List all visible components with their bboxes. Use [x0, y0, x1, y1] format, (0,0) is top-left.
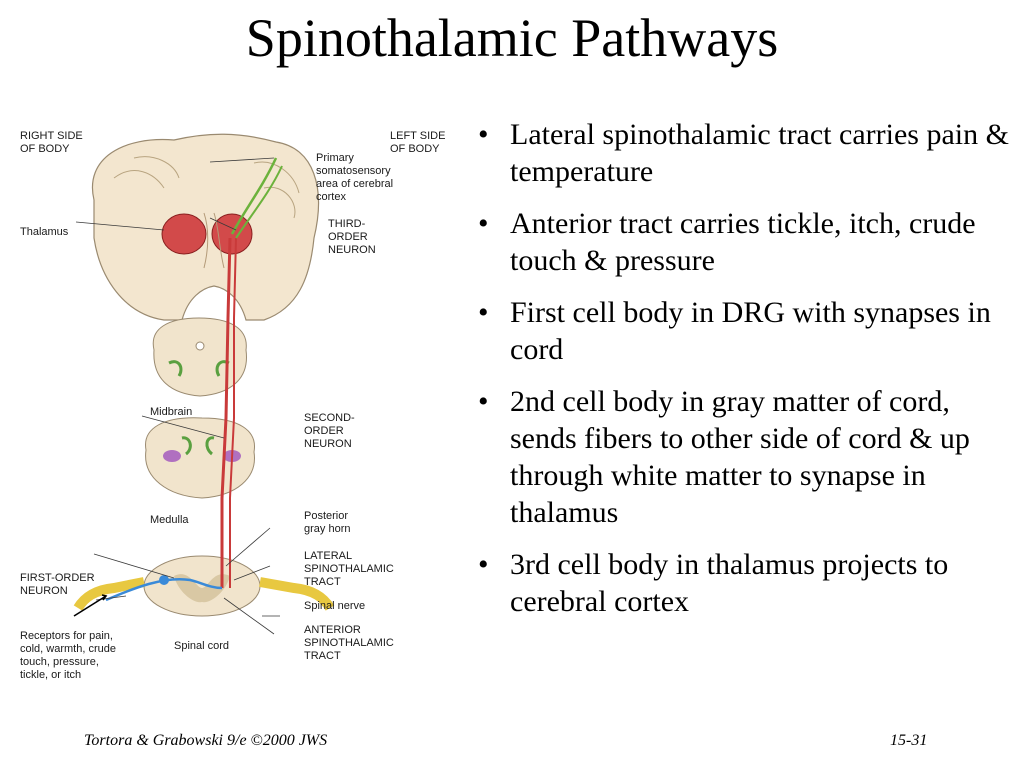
spinal-cord-section [143, 555, 261, 617]
third-order-neuron [230, 157, 278, 235]
slide-title: Spinothalamic Pathways [245, 8, 779, 68]
label-third-order: THIRD- ORDER NEURON [328, 218, 376, 256]
label-posterior-horn: Posterior gray horn [304, 510, 351, 535]
label-medulla: Medulla [150, 514, 189, 526]
label-spinal-nerve: Spinal nerve [304, 600, 366, 612]
bullet-item: • 3rd cell body in thalamus projects to c… [472, 546, 1012, 620]
bullet-dot: • [478, 385, 489, 418]
label-second-order: SECOND- ORDER NEURON [304, 412, 355, 450]
bullet-item: • First cell body in DRG with synapses in… [472, 294, 1012, 368]
label-anterior-tract: ANTERIOR SPINOTHALAMIC TRACT [304, 624, 394, 662]
label-receptors: Receptors for pain, cold, warmth, crude … [20, 630, 116, 681]
footer-citation: Tortora & Grabowski 9/e ©2000 JWS [84, 732, 328, 749]
bullet-text: 2nd cell body in gray matter of cord, se… [510, 385, 970, 529]
bullet-item: • Lateral spinothalamic tract carries pai… [472, 116, 1012, 190]
bullet-item: • Anterior tract carries tickle, itch, cr… [472, 205, 1012, 279]
thalamus-right [161, 213, 207, 255]
label-lateral-tract: LATERAL SPINOTHALAMIC TRACT [304, 550, 394, 588]
bullet-dot: • [478, 118, 489, 151]
pathway-illustration [73, 133, 335, 635]
brain-section [91, 133, 320, 321]
spinothalamic-tract [220, 237, 232, 588]
bullet-dot: • [478, 296, 489, 329]
midbrain-section [152, 317, 247, 397]
label-spinal-cord: Spinal cord [174, 640, 230, 652]
footer-slide-number: 15-31 [890, 732, 928, 749]
spinothalamic-pathway-figure: RIGHT SIDE OF BODY LEFT SIDE OF BODY Pri… [14, 118, 464, 698]
label-left-side: LEFT SIDE OF BODY [390, 130, 446, 155]
spinal-nerve-left [259, 577, 335, 611]
medulla-section [145, 417, 255, 499]
bullet-text: Anterior tract carries tickle, itch, cru… [510, 207, 976, 277]
label-first-order: FIRST-ORDER NEURON [20, 572, 95, 597]
bullet-list: • Lateral spinothalamic tract carries pai… [472, 116, 1012, 635]
bullet-dot: • [478, 207, 489, 240]
label-primary-cortex: Primary somatosensory area of cerebral c… [316, 152, 394, 203]
bullet-dot: • [478, 548, 489, 581]
first-order-neuron [105, 578, 223, 602]
arrow-receptors [73, 594, 108, 617]
label-thalamus: Thalamus [20, 226, 69, 238]
bullet-text: Lateral spinothalamic tract carries pain… [510, 118, 1009, 188]
spinal-nerve-right [73, 577, 145, 611]
label-right-side: RIGHT SIDE OF BODY [20, 130, 83, 155]
label-midbrain: Midbrain [150, 406, 193, 418]
bullet-item: • 2nd cell body in gray matter of cord, s… [472, 383, 1012, 531]
bullet-text: 3rd cell body in thalamus projects to ce… [510, 548, 949, 618]
bullet-text: First cell body in DRG with synapses in … [510, 296, 991, 366]
